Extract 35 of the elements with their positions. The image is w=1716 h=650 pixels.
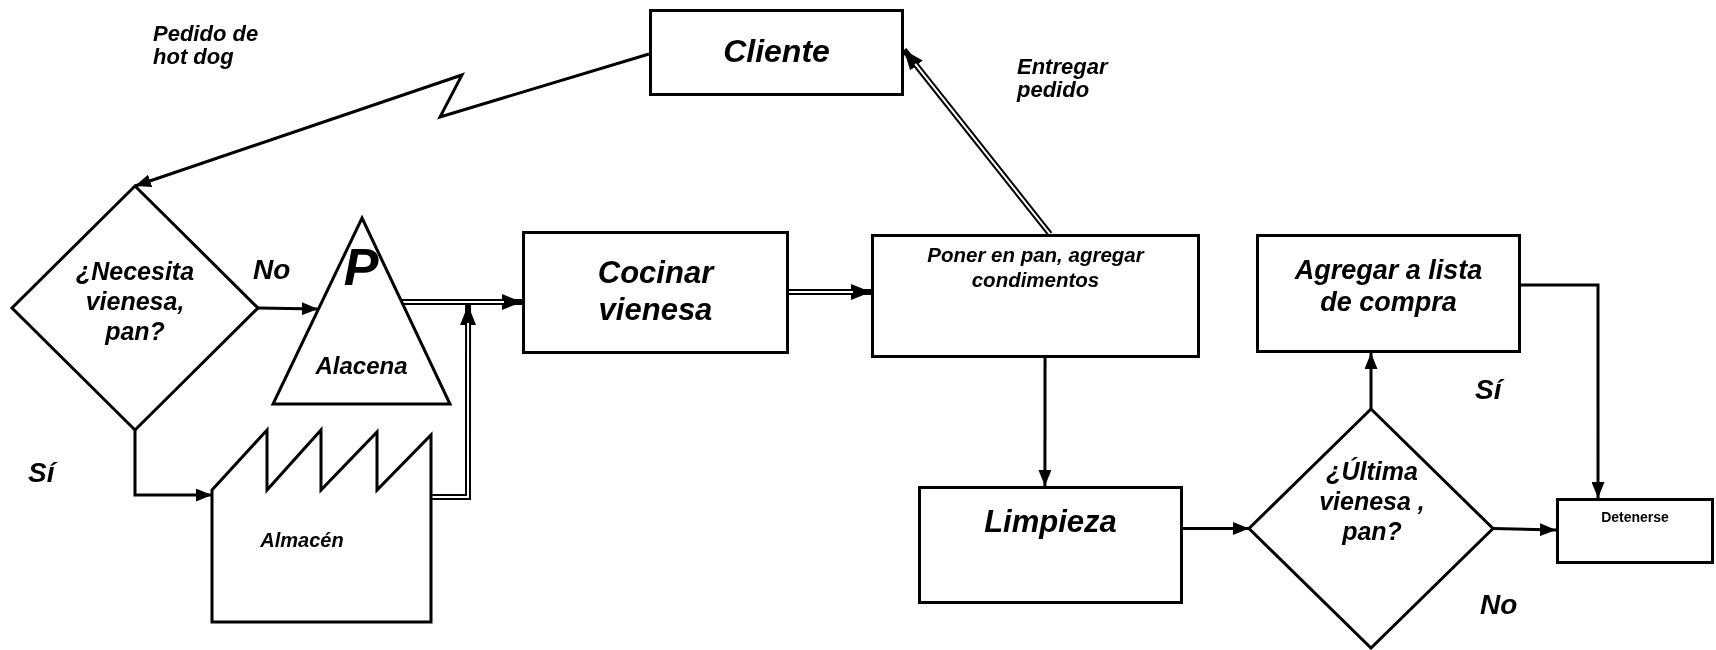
arrow bbox=[1364, 353, 1378, 409]
process-box bbox=[649, 9, 904, 96]
process-box bbox=[918, 486, 1183, 604]
process-box bbox=[871, 234, 1200, 358]
arrow bbox=[1038, 358, 1052, 486]
process-box bbox=[522, 231, 789, 354]
node-label: Poner en pan, agregar condimentos bbox=[926, 243, 1146, 293]
node-label: Cliente bbox=[722, 32, 831, 71]
node-label: Detenerse bbox=[1600, 509, 1670, 526]
arrow bbox=[257, 302, 318, 316]
node-label: Agregar a lista de compra bbox=[1293, 254, 1484, 319]
edge-label: No bbox=[1480, 590, 1519, 620]
terminal-box bbox=[1556, 498, 1714, 564]
double-line-arrow bbox=[901, 48, 1053, 236]
node-label: ¿Última vienesa , pan? bbox=[1318, 456, 1426, 546]
arrow bbox=[134, 52, 650, 188]
edge-label: Sí bbox=[28, 458, 78, 488]
arrow bbox=[1183, 522, 1249, 535]
node-label: Limpieza bbox=[983, 503, 1118, 541]
arrow bbox=[133, 430, 212, 502]
edge-label: Pedido de hot dog bbox=[153, 22, 260, 69]
double-line-arrow bbox=[402, 294, 522, 310]
double-line-arrow bbox=[789, 284, 871, 301]
arrow bbox=[1492, 523, 1557, 537]
double-line-arrow bbox=[431, 305, 477, 500]
edge-label: Entregar pedido bbox=[1017, 55, 1110, 102]
node-label: Alacena bbox=[314, 352, 409, 381]
arrow bbox=[1521, 283, 1605, 498]
process-box bbox=[1256, 234, 1521, 353]
symbol-label: P bbox=[342, 237, 380, 298]
node-label: Almacén bbox=[259, 528, 345, 552]
edge-label: No bbox=[253, 255, 292, 285]
edge-label: Sí bbox=[1475, 375, 1525, 405]
node-label: Cocinar vienesa bbox=[596, 254, 716, 329]
node-label: ¿Necesita vienesa, pan? bbox=[74, 256, 196, 346]
